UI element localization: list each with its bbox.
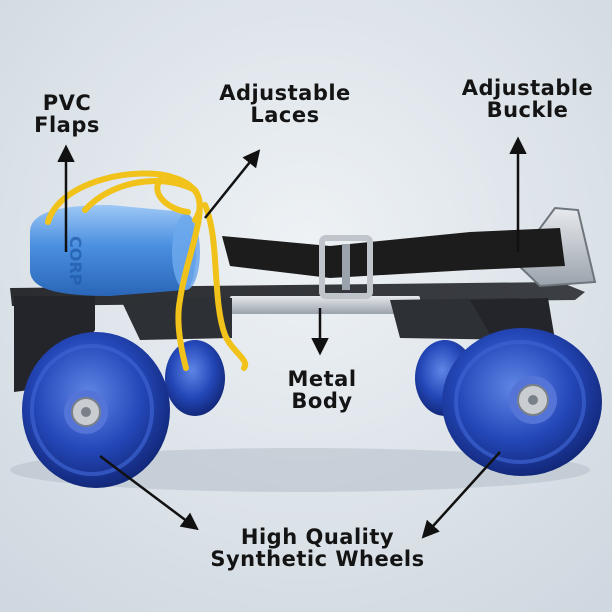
strap	[222, 228, 565, 299]
callout-adjustable-buckle-line2: Buckle	[486, 98, 569, 122]
callout-adjustable-laces-line1: Adjustable	[219, 81, 351, 105]
callout-arrows	[57, 136, 527, 539]
callout-adjustable-laces-line2: Laces	[250, 103, 320, 127]
callout-adjustable-laces: Adjustable Laces	[200, 82, 370, 126]
flap-imprint: CORP	[66, 236, 85, 286]
laces	[45, 170, 249, 371]
arrow-wheels-right	[421, 451, 501, 539]
callout-pvc-flaps-line2: Flaps	[34, 113, 100, 137]
callout-metal-body-line2: Body	[291, 389, 353, 413]
callout-metal-body-line1: Metal	[287, 367, 357, 391]
callout-wheels-line2: Synthetic Wheels	[210, 547, 425, 571]
front-wheel-left	[22, 332, 170, 488]
arrow-adjustable-laces	[204, 149, 261, 219]
floor-shadow	[10, 448, 590, 492]
pvc-flap: CORP	[30, 205, 200, 296]
callout-synthetic-wheels: High Quality Synthetic Wheels	[185, 526, 450, 570]
callout-adjustable-buckle: Adjustable Buckle	[450, 77, 605, 121]
callout-pvc-flaps-line1: PVC	[42, 91, 92, 115]
front-wheel-right	[442, 328, 602, 476]
callout-adjustable-buckle-line1: Adjustable	[461, 76, 594, 100]
callout-pvc-flaps: PVC Flaps	[22, 92, 112, 136]
arrow-wheels-left	[99, 455, 199, 531]
callout-metal-body: Metal Body	[262, 368, 382, 412]
callout-wheels-line1: High Quality	[240, 525, 395, 549]
